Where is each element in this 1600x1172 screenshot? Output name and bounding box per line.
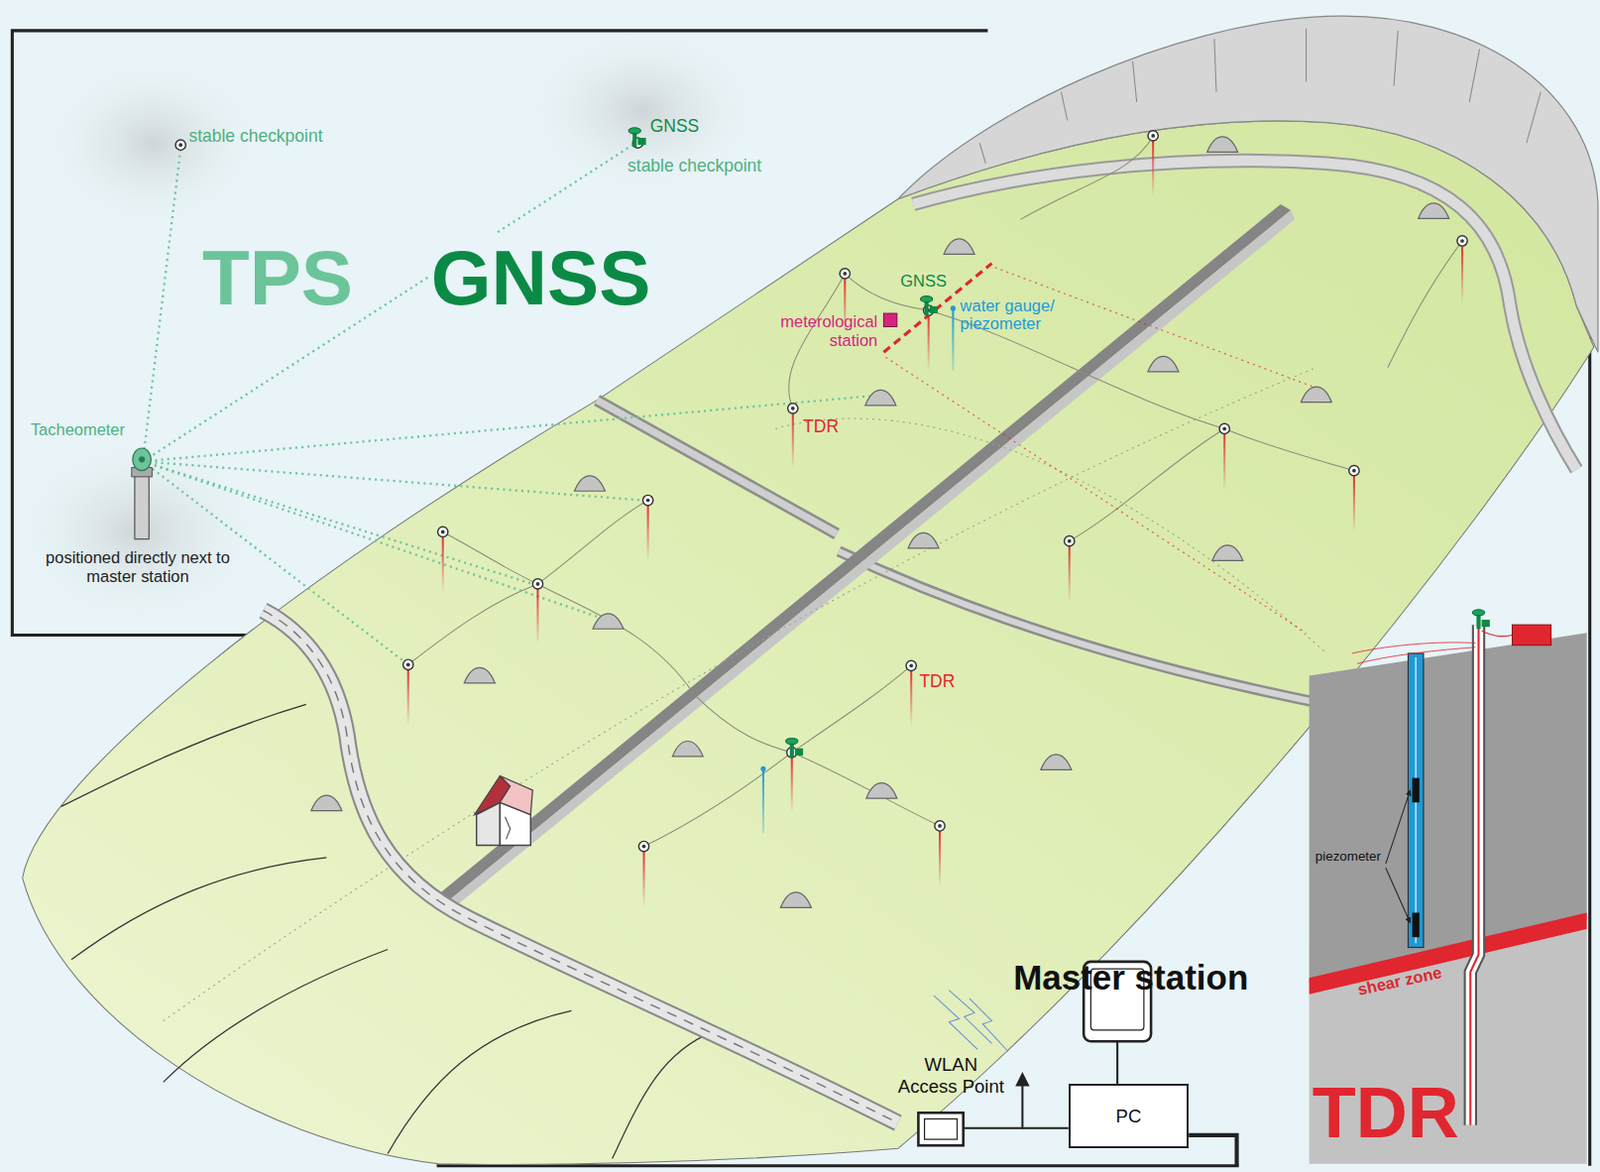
terrace bbox=[913, 160, 1577, 470]
scarp-hatching bbox=[979, 28, 1541, 164]
gnss-antenna bbox=[628, 127, 646, 148]
road bbox=[263, 610, 899, 1124]
access-point-label: WLAN Access Point bbox=[896, 1053, 1007, 1097]
station-label: meterological station bbox=[750, 312, 879, 350]
piezometer-label: piezometer bbox=[1315, 848, 1381, 864]
gnss-antenna bbox=[919, 296, 937, 317]
trail-line bbox=[408, 135, 1463, 847]
wiring bbox=[964, 1083, 1238, 1165]
gnss-antenna bbox=[786, 737, 803, 758]
note-text: positioned directly next to master stati… bbox=[27, 548, 247, 586]
gnss-label: GNSS bbox=[650, 115, 700, 136]
stable-area bbox=[520, 23, 766, 198]
panel-border bbox=[1588, 337, 1592, 1166]
checkpoint-label: stable checkpoint bbox=[627, 155, 762, 176]
computer-box: PC bbox=[1068, 1083, 1189, 1148]
gnss-antenna bbox=[1472, 609, 1489, 630]
box-label: PC bbox=[1116, 1105, 1143, 1128]
leader-line bbox=[1385, 790, 1411, 923]
tdr-label: TDR bbox=[802, 416, 839, 437]
station-heading: Master station bbox=[1013, 957, 1249, 998]
checkpoint-label: stable checkpoint bbox=[188, 125, 323, 146]
method-heading: GNSS bbox=[428, 233, 655, 324]
borehole-section bbox=[1309, 624, 1588, 1164]
terrace-wall bbox=[596, 400, 837, 535]
road-marking bbox=[263, 610, 899, 1124]
landslide-body bbox=[22, 120, 1595, 1164]
access-point bbox=[917, 1112, 963, 1145]
piezometer-label: water gauge/ piezometer bbox=[960, 296, 1075, 335]
profile-line bbox=[885, 267, 1316, 634]
road bbox=[263, 610, 899, 1124]
meteorological-station bbox=[883, 313, 897, 327]
wireless-signal bbox=[933, 990, 1009, 1052]
terrace bbox=[913, 160, 1577, 470]
gnss-label: GNSS bbox=[897, 271, 950, 291]
house bbox=[474, 776, 534, 846]
panel-border bbox=[437, 1163, 1240, 1167]
tacheometer bbox=[131, 448, 153, 540]
mound bbox=[311, 136, 1450, 908]
access-point-antenna bbox=[1015, 1071, 1029, 1086]
instrument-label: Tacheometer bbox=[30, 420, 125, 440]
stable-area bbox=[9, 434, 265, 629]
piezometer bbox=[760, 305, 956, 833]
tdr-sensor bbox=[403, 130, 1469, 909]
method-heading: TPS bbox=[202, 233, 353, 324]
method-heading: TDR bbox=[1312, 1071, 1460, 1154]
terrace-wall bbox=[596, 400, 837, 535]
gully-line bbox=[61, 703, 715, 1158]
tdr-label: TDR bbox=[918, 671, 955, 691]
sight-line bbox=[142, 144, 870, 662]
